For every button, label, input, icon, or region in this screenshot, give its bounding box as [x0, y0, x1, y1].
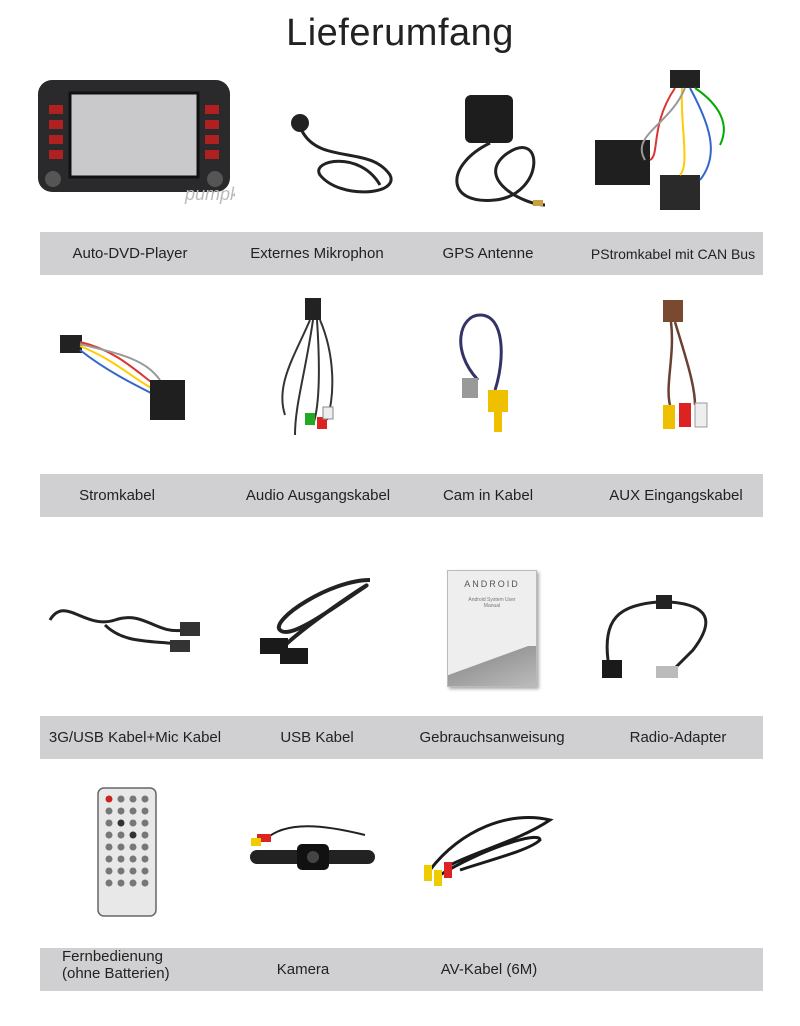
- label-bar-row-3: 3G/USB Kabel+Mic Kabel USB Kabel Gebrauc…: [40, 716, 763, 759]
- item-label: AV-Kabel (6M): [440, 961, 538, 978]
- item-label: Gebrauchsanweisung: [419, 729, 565, 746]
- item-label: Fernbedienung (ohne Batterien): [62, 948, 170, 991]
- label-bar-row-1: Auto-DVD-Player Externes Mikrophon GPS A…: [40, 232, 763, 275]
- car-dvd-player-image: pumpkin: [38, 80, 235, 204]
- item-label: PStromkabel mit CAN Bus: [590, 245, 756, 262]
- item-label: Stromkabel: [79, 487, 155, 504]
- aux-input-cable-image: [663, 300, 708, 429]
- label-bar-row-4: Fernbedienung (ohne Batterien) Kamera AV…: [40, 948, 763, 991]
- item-label: 3G/USB Kabel+Mic Kabel: [48, 729, 222, 746]
- item-label: Audio Ausgangskabel: [245, 487, 391, 504]
- power-cable-image: [60, 335, 185, 420]
- remote-control-image: [97, 787, 157, 917]
- item-label-line-1: Fernbedienung: [62, 948, 163, 965]
- usb-mic-cable-image: [48, 609, 200, 652]
- item-label: USB Kabel: [280, 729, 354, 746]
- page-title: Lieferumfang: [286, 12, 514, 54]
- item-label: Auto-DVD-Player: [72, 245, 188, 262]
- gps-antenna-image: [455, 95, 546, 207]
- manual-cover-subtitle: Android System User Manual: [468, 597, 516, 609]
- item-label: AUX Eingangskabel: [609, 487, 743, 504]
- item-label: Cam in Kabel: [442, 487, 534, 504]
- camera-input-cable-image: [459, 313, 508, 432]
- manual-image: ANDROID Android System User Manual: [447, 570, 537, 687]
- label-bar-row-2: Stromkabel Audio Ausgangskabel Cam in Ka…: [40, 474, 763, 517]
- item-label-line-2: (ohne Batterien): [62, 965, 170, 982]
- audio-output-cable-image: [281, 298, 334, 436]
- power-cable-canbus-image: [595, 70, 725, 210]
- item-label: Kamera: [276, 961, 330, 978]
- usb-cable-image: [260, 578, 371, 664]
- microphone-image: [291, 114, 393, 194]
- av-cable-image: [424, 815, 554, 886]
- item-label: GPS Antenne: [442, 245, 534, 262]
- item-label: Externes Mikrophon: [250, 245, 384, 262]
- camera-image: [250, 825, 375, 870]
- manual-cover-title: ANDROID: [464, 579, 520, 589]
- radio-adapter-image: [602, 595, 708, 678]
- item-label: Radio-Adapter: [629, 729, 727, 746]
- brand-watermark: pumpkin: [184, 184, 235, 204]
